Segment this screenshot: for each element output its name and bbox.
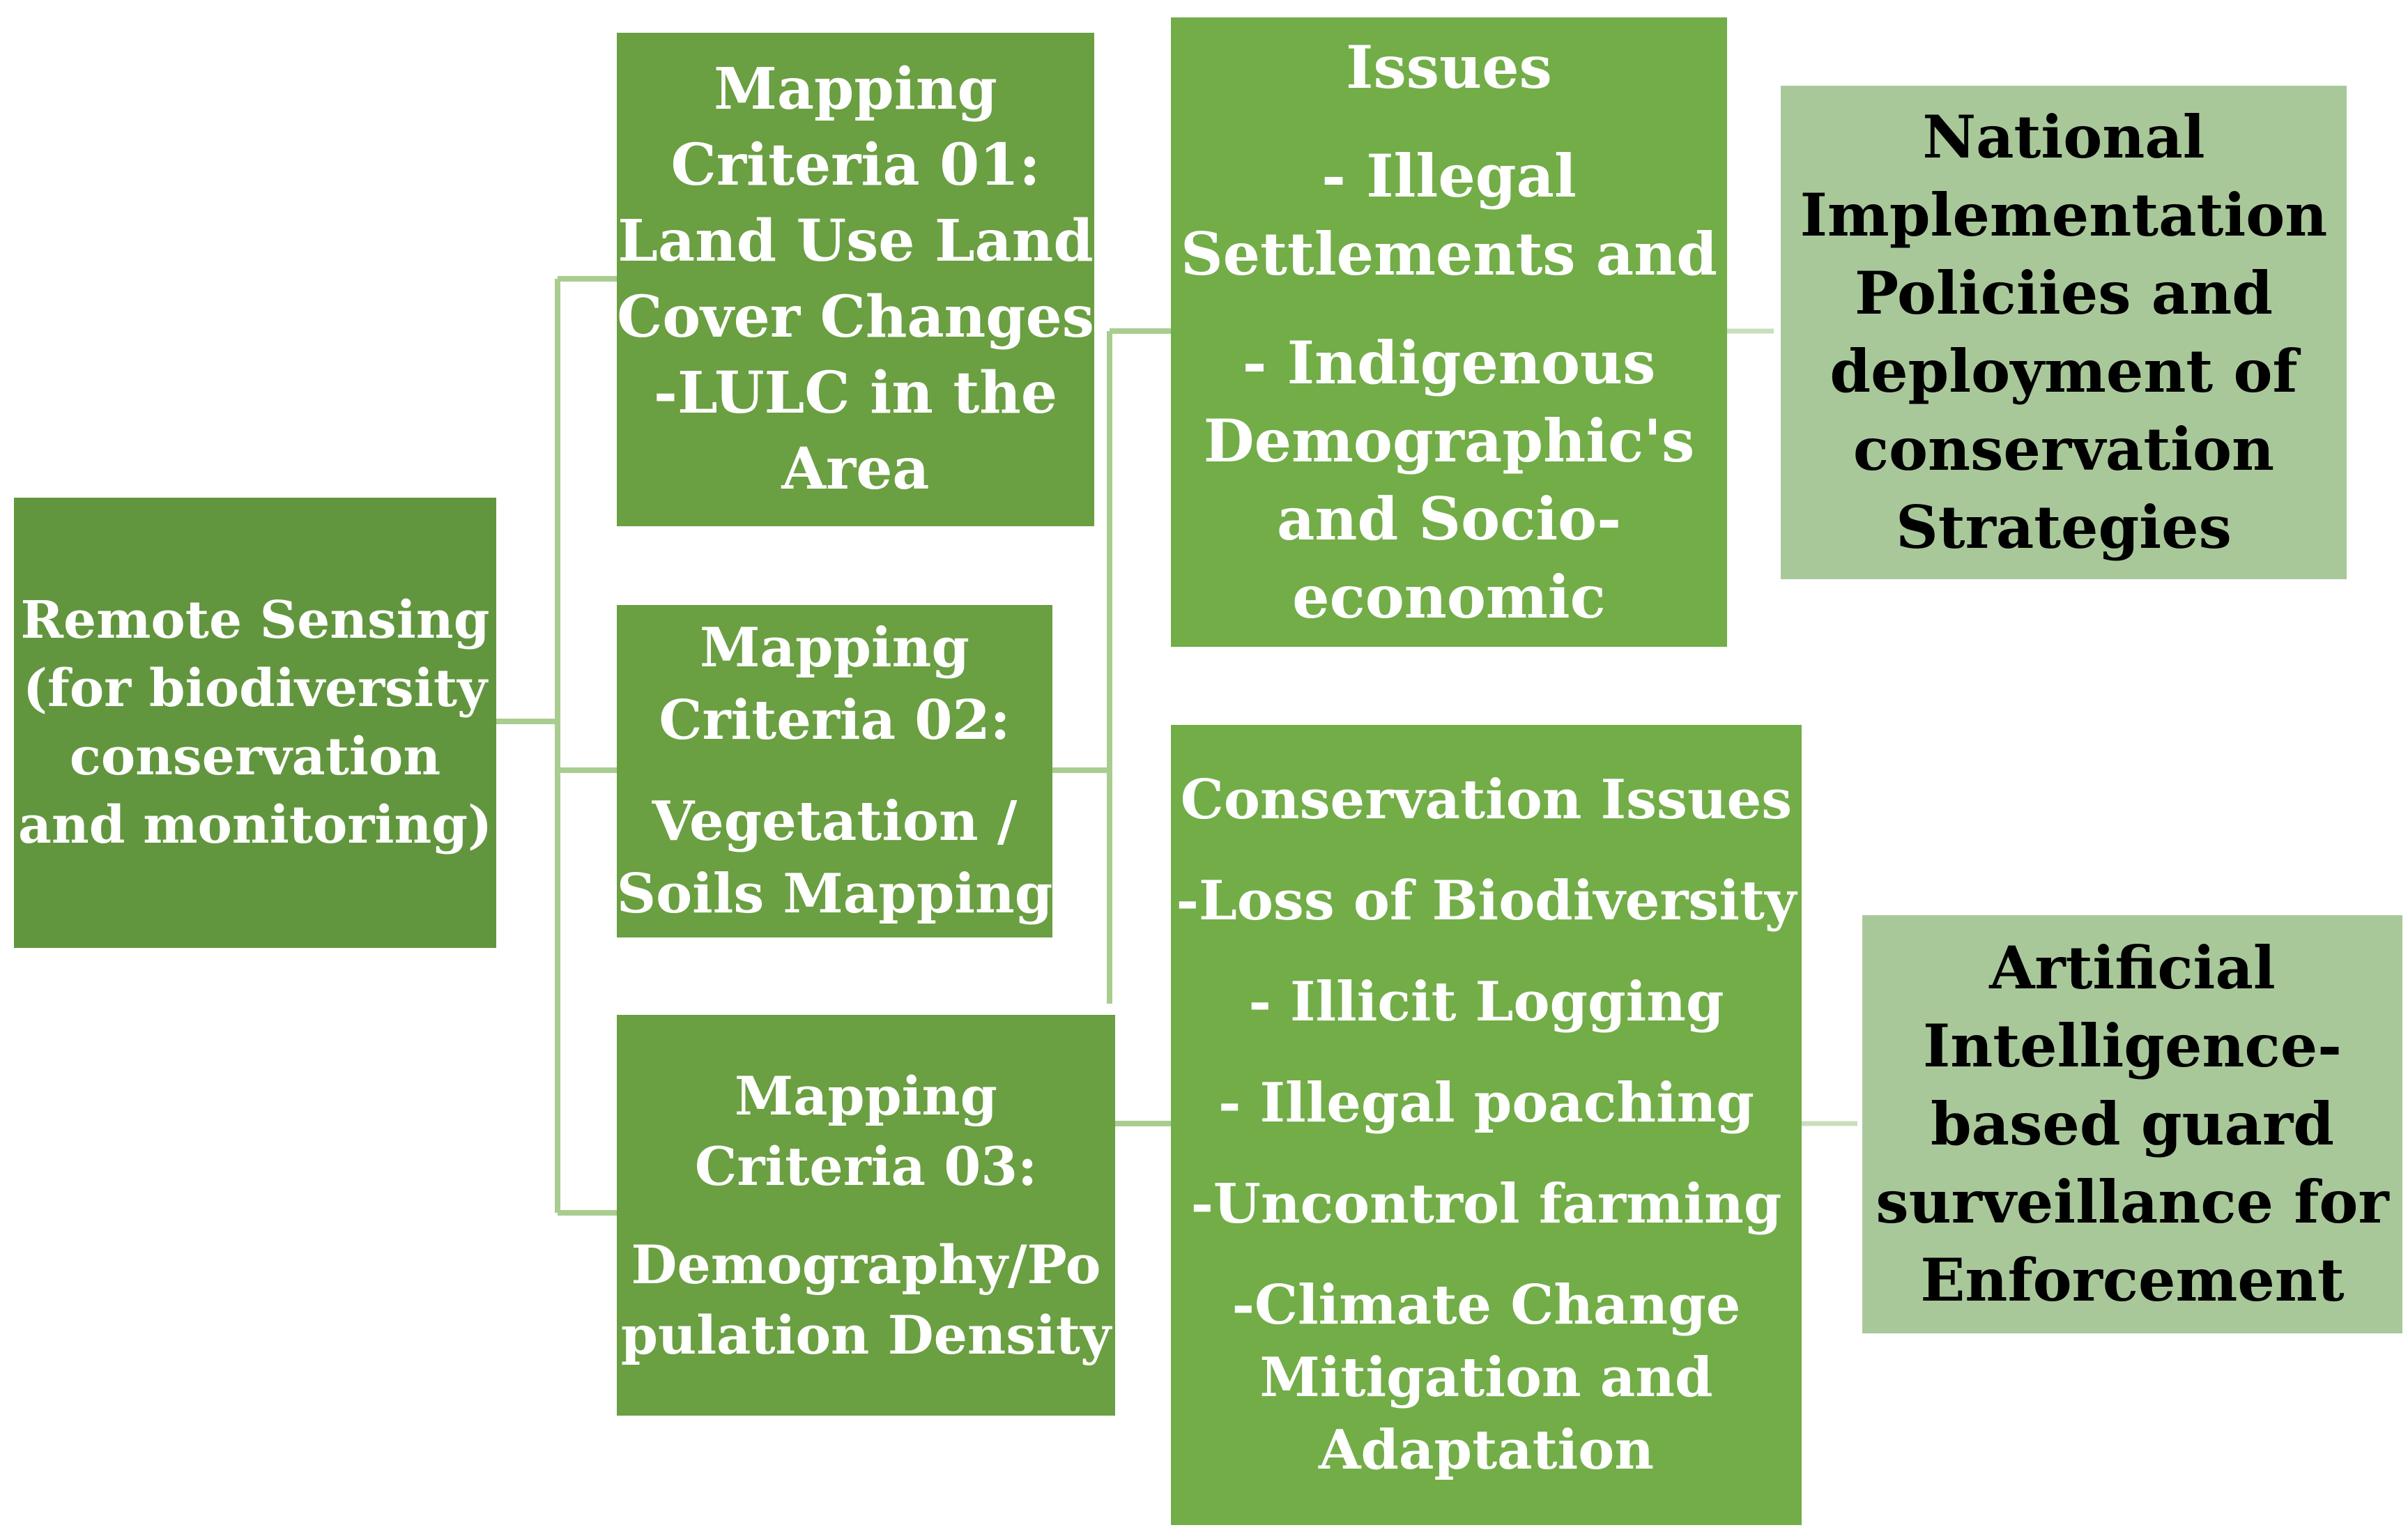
box-text-line: (for biodiversity xyxy=(22,659,488,719)
box-text-line: - Illegal xyxy=(1321,141,1577,210)
box-text-line: and Socio- xyxy=(1276,484,1622,553)
box-text-line: -Climate Change xyxy=(1232,1273,1741,1337)
box-text-line: Criteria 03: xyxy=(694,1135,1038,1197)
remote-sensing-box: Remote Sensing (for biodiversity conservat… xyxy=(14,498,496,948)
box-text-line: Vegetation / xyxy=(652,790,1018,853)
box-text-line: Enforcement xyxy=(1920,1246,2345,1315)
box-text-line: Mapping xyxy=(700,616,969,680)
box-text-line: Demographic's xyxy=(1203,406,1695,475)
box-text-line: Mapping xyxy=(735,1064,997,1127)
box-text-line: -Uncontrol farming xyxy=(1190,1172,1782,1236)
box-text-line: based guard xyxy=(1930,1089,2335,1158)
box-text-line: Implementation xyxy=(1800,181,2328,250)
box-text-line: Conservation Issues xyxy=(1180,767,1793,832)
box-text-line: -Loss of Biodiversity xyxy=(1176,868,1797,933)
box-text-line: Criteria 01: xyxy=(670,132,1041,199)
box-text-line: pulation Density xyxy=(620,1303,1112,1366)
box-text-line: - Illegal poaching xyxy=(1218,1071,1754,1135)
box-text-line: conservation xyxy=(1853,415,2275,484)
box-text-line: Mapping xyxy=(714,56,997,123)
box-text-line: Policiies and xyxy=(1855,259,2273,328)
box-text-line: Remote Sensing xyxy=(20,590,490,650)
box-text-line: and monitoring) xyxy=(17,795,493,855)
box-text-line: - Indigenous xyxy=(1242,328,1656,397)
box-text-line: Soils Mapping xyxy=(617,862,1052,926)
box-text-line: economic xyxy=(1292,562,1606,631)
box-text-line: Land Use Land xyxy=(618,208,1094,275)
box-text-line: surveillance for xyxy=(1876,1167,2389,1236)
box-text-line: -LULC in the xyxy=(653,360,1058,427)
box-text-line: Issues xyxy=(1346,32,1552,102)
box-text-line: - Illicit Logging xyxy=(1248,970,1724,1034)
box-text-line: Strategies xyxy=(1896,493,2232,562)
conservation-issues-box: Conservation Issues -Loss of Biodiversity… xyxy=(1171,725,1802,1525)
box-text-line: Cover Changes xyxy=(617,284,1094,351)
box-text-line: Criteria 02: xyxy=(659,689,1011,752)
box-text-line: Demography/Po xyxy=(631,1233,1101,1296)
box-text-line: National xyxy=(1922,102,2205,171)
box-text-line: Intelligence- xyxy=(1922,1011,2342,1080)
box-text-line: Settlements and xyxy=(1180,219,1718,289)
box-text-line: Adaptation xyxy=(1318,1418,1655,1482)
box-text-line: Mitigation and xyxy=(1259,1345,1713,1409)
box-text-line: conservation xyxy=(69,727,441,787)
box-text-line: Artificial xyxy=(1989,933,2276,1002)
box-text-line: Area xyxy=(781,436,930,503)
box-text-line: deployment of xyxy=(1830,337,2298,406)
